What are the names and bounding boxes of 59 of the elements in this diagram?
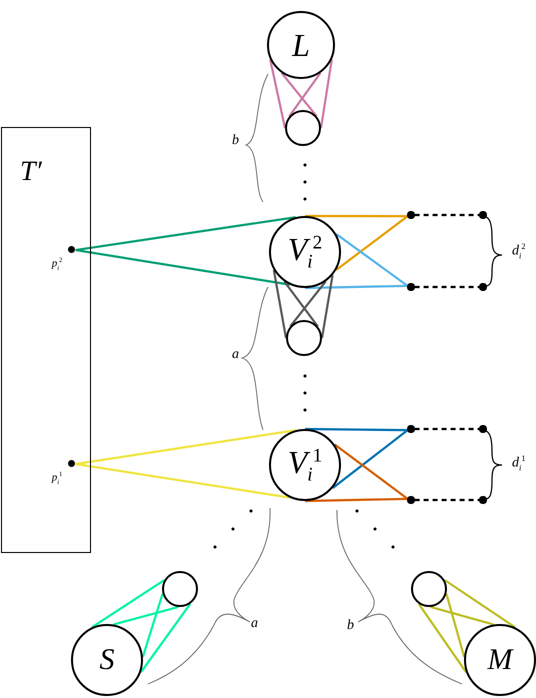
point-dot [479, 425, 487, 433]
dashed-edge [414, 214, 480, 216]
edge-line [288, 72, 322, 118]
edge-line [142, 593, 164, 658]
dashed-edge [414, 498, 480, 502]
edge-line [75, 462, 290, 499]
edge-line [334, 443, 408, 500]
edge-line [336, 215, 408, 271]
edge-line [75, 216, 296, 252]
edge-line [75, 248, 290, 286]
brace-label: b [232, 134, 239, 148]
edge-line [430, 606, 494, 626]
edge-line [336, 233, 408, 287]
brace-label: a [251, 617, 258, 631]
edge-line [289, 280, 327, 328]
dashed-edge [414, 428, 480, 430]
vertex-circle [464, 624, 536, 696]
edge-line [332, 429, 408, 490]
edge-line [140, 603, 192, 673]
point-dot [68, 246, 76, 254]
brace-label: a [232, 348, 239, 362]
brace-label: b [347, 619, 354, 633]
edge-line [75, 429, 296, 466]
dashed-edge [414, 286, 480, 288]
vertex-circle [285, 110, 321, 146]
vertex-circle [269, 429, 341, 501]
edge-line [283, 280, 319, 328]
edge-line [320, 274, 334, 338]
point-dot [68, 460, 76, 468]
edge-line [304, 284, 408, 290]
vertex-circle [267, 11, 335, 79]
point-dot [407, 211, 415, 219]
edge-line [304, 428, 408, 432]
point-dot [479, 283, 487, 291]
math-symbol: L [292, 29, 310, 61]
math-symbol: T′ [20, 158, 42, 186]
edge-line [320, 59, 333, 128]
vertex-circle [286, 320, 322, 356]
edge-line [305, 214, 408, 218]
edge-line [272, 270, 288, 338]
edge-line [444, 579, 516, 628]
edge-line [112, 606, 179, 626]
set-box [1, 127, 91, 553]
edge-line [269, 59, 286, 128]
edge-line [280, 72, 318, 118]
math-symbol: M [488, 645, 512, 675]
point-dot [407, 425, 415, 433]
vertex-circle [269, 216, 341, 288]
point-dot [407, 496, 415, 504]
edge-line [91, 579, 166, 628]
edge-line [445, 593, 466, 658]
point-dot [479, 211, 487, 219]
point-dot [407, 283, 415, 291]
vertex-circle [411, 571, 447, 607]
vertex-circle [162, 571, 198, 607]
edge-line [304, 498, 408, 502]
math-symbol: S [100, 645, 114, 675]
point-dot [479, 496, 487, 504]
edge-line [418, 603, 468, 673]
